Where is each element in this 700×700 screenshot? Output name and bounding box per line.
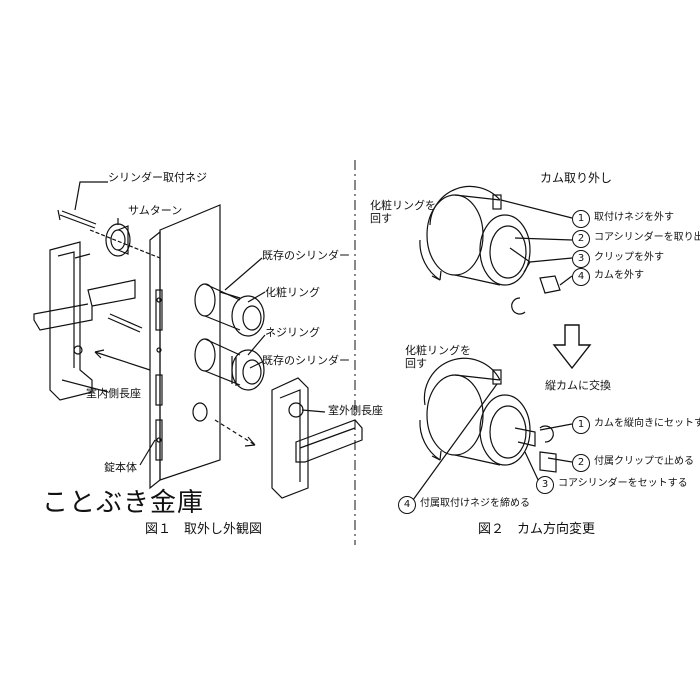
screw-top <box>57 209 97 229</box>
step-install-2-number: 2 <box>572 454 590 472</box>
label-existing-cylinder-1: 既存のシリンダー <box>262 249 350 262</box>
step-remove-3-number: 3 <box>572 250 590 268</box>
step-install-4-text: 付属取付けネジを締める <box>420 498 530 509</box>
step-install-3-number: 3 <box>536 476 554 494</box>
label-existing-cylinder-2: 既存のシリンダー <box>262 354 350 367</box>
step-remove-1-text: 取付けネジを外す <box>594 212 674 223</box>
cylinder-bottom <box>423 357 557 473</box>
step-remove-4-number: 4 <box>572 268 590 286</box>
washer <box>192 402 208 422</box>
step-install-1-number: 1 <box>572 416 590 434</box>
label-thumb-turn: サムターン <box>128 204 183 217</box>
screw-mid <box>107 313 143 333</box>
cylinder-top <box>426 185 561 315</box>
step-remove-4-text: カムを外す <box>594 270 644 281</box>
label-outdoor-plate: 室外側長座 <box>328 404 383 417</box>
brand-logo-text: ことぶき金庫 <box>42 488 205 518</box>
step-remove-3-text: クリップを外す <box>594 252 664 263</box>
step-install-4-number: 4 <box>398 496 416 514</box>
existing-cylinder-1 <box>194 283 265 337</box>
step-remove-2-number: 2 <box>572 230 590 248</box>
existing-cylinder-2 <box>194 338 265 391</box>
label-screw-ring: ネジリング <box>265 326 320 339</box>
label-rotate-trim-ring-2: 化粧リングを 回す <box>405 344 471 370</box>
lock-body <box>149 204 221 490</box>
outdoor-plate <box>271 377 363 499</box>
step-install-2-text: 付属クリップで止める <box>594 456 694 467</box>
label-lock-body: 錠本体 <box>104 461 137 474</box>
step-install-3-text: コアシリンダーをセットする <box>558 478 688 489</box>
indoor-lever <box>33 279 136 331</box>
label-indoor-plate: 室内側長座 <box>86 387 141 400</box>
step-install-1-text: カムを縦向きにセットする <box>594 418 700 429</box>
label-trim-ring: 化粧リング <box>265 286 320 299</box>
step-remove-1-number: 1 <box>572 210 590 228</box>
indoor-plate <box>49 241 93 401</box>
title-cam-removal: カム取り外し <box>540 171 613 185</box>
caption-fig2: 図２ カム方向変更 <box>478 522 596 537</box>
label-swap-vertical-cam: 縦カムに交換 <box>545 379 611 392</box>
caption-fig1: 図１ 取外し外観図 <box>145 522 263 537</box>
down-arrow <box>552 324 592 370</box>
step-remove-2-text: コアシリンダーを取り出す <box>594 232 700 243</box>
label-rotate-trim-ring-1: 化粧リングを 回す <box>370 199 436 225</box>
label-cylinder-screw: シリンダー取付ネジ <box>108 171 207 184</box>
